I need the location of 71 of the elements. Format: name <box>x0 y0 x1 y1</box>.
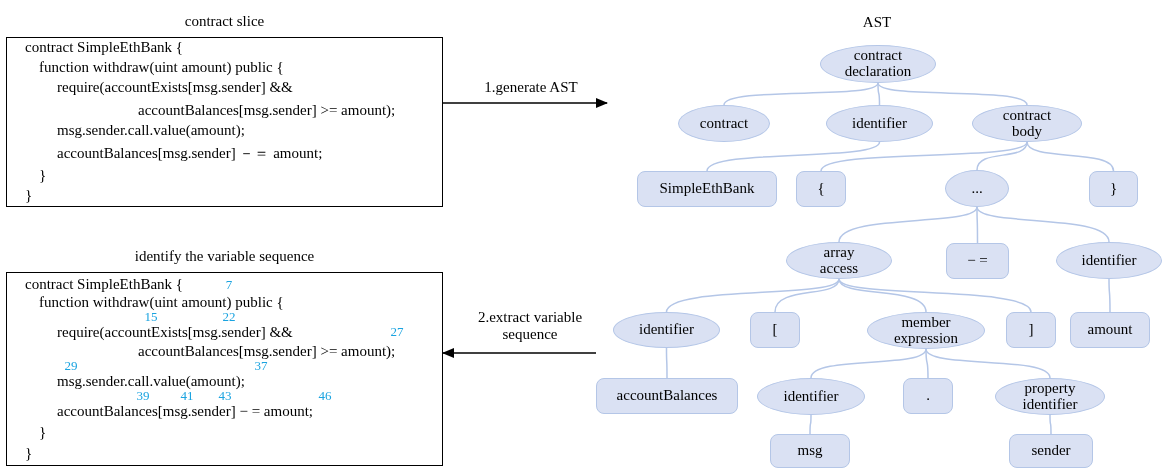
position-number: 22 <box>222 309 236 323</box>
code-line: function withdraw(uint amount) public { <box>39 59 284 76</box>
tree-connector <box>809 414 812 435</box>
ast-ellipse: array access <box>786 242 892 279</box>
ast-leaf-box: accountBalances <box>596 378 738 414</box>
code-line: msg.sender.call.value(amount); <box>57 373 245 390</box>
code-line: accountBalances[msg.sender] − = amount; <box>57 403 313 420</box>
code-line: } <box>39 424 47 441</box>
code-line: contract SimpleEthBank { <box>25 276 183 293</box>
position-number: 15 <box>144 309 158 323</box>
ast-leaf-box: SimpleEthBank <box>637 171 777 207</box>
code-line: } <box>39 167 47 184</box>
tree-connector <box>665 278 840 313</box>
tree-connector <box>665 347 668 379</box>
code-line: require(accountExists[msg.sender] && <box>57 79 293 96</box>
ast-ellipse: contract declaration <box>820 45 936 83</box>
tree-connector <box>877 82 1028 106</box>
ast-ellipse: identifier <box>757 378 865 415</box>
position-number: 43 <box>218 388 232 402</box>
position-number: 27 <box>390 324 404 338</box>
tree-connector <box>1026 141 1115 172</box>
ast-ellipse: contract <box>678 105 770 142</box>
tree-connector <box>1108 278 1111 313</box>
tree-connector <box>820 141 1028 172</box>
position-number: 46 <box>318 388 332 402</box>
code-line: require(accountExists[msg.sender] && <box>57 324 293 341</box>
ast-leaf-box: sender <box>1009 434 1093 468</box>
tree-heading: AST <box>862 14 892 30</box>
tree-connector <box>838 206 978 243</box>
tree-connector <box>1049 414 1052 435</box>
ast-leaf-box: [ <box>750 312 800 348</box>
ast-leaf-box: − = <box>946 243 1009 279</box>
ast-ellipse: member expression <box>867 312 985 349</box>
position-number: 29 <box>64 358 78 372</box>
position-number: 37 <box>254 358 268 372</box>
code-line: } <box>25 187 33 204</box>
ast-leaf-box: msg <box>770 434 850 468</box>
arrow <box>442 98 608 108</box>
code-line: function withdraw(uint amount) public { <box>39 294 284 311</box>
box-heading: identify the variable sequence <box>133 247 316 266</box>
tree-connector <box>976 206 1110 243</box>
code-line: } <box>25 445 33 462</box>
code-line: msg.sender.call.value(amount); <box>57 122 245 139</box>
ast-leaf-box: ] <box>1006 312 1056 348</box>
ast-ellipse: ... <box>945 170 1009 207</box>
tree-connector <box>706 141 881 172</box>
tree-connector <box>723 82 879 106</box>
tree-connector <box>810 348 927 379</box>
position-number: 7 <box>225 277 233 291</box>
ast-ellipse: contract body <box>972 105 1082 142</box>
tree-connector <box>976 141 1028 171</box>
ast-ellipse: property identifier <box>995 378 1105 415</box>
ast-ellipse: identifier <box>826 105 933 142</box>
arrow <box>442 348 597 358</box>
code-line: accountBalances[msg.sender] >= amount); <box>138 102 396 119</box>
ast-ellipse: identifier <box>613 312 720 348</box>
ast-leaf-box: amount <box>1070 312 1150 348</box>
ast-leaf-box: . <box>903 378 953 414</box>
position-number: 41 <box>180 388 194 402</box>
tree-connector <box>925 348 1051 379</box>
tree-connector <box>774 278 840 313</box>
ast-ellipse: identifier <box>1056 242 1162 279</box>
code-line: accountBalances[msg.sender] >= amount); <box>138 343 396 360</box>
position-number: 39 <box>136 388 150 402</box>
tree-connector <box>877 82 881 106</box>
ast-leaf-box: } <box>1089 171 1138 207</box>
ast-leaf-box: { <box>796 171 846 207</box>
code-line: contract SimpleEthBank { <box>25 39 183 56</box>
box-heading: contract slice <box>183 12 266 31</box>
code-line: accountBalances[msg.sender] －＝ amount; <box>57 145 323 162</box>
tree-connector <box>838 278 1032 313</box>
